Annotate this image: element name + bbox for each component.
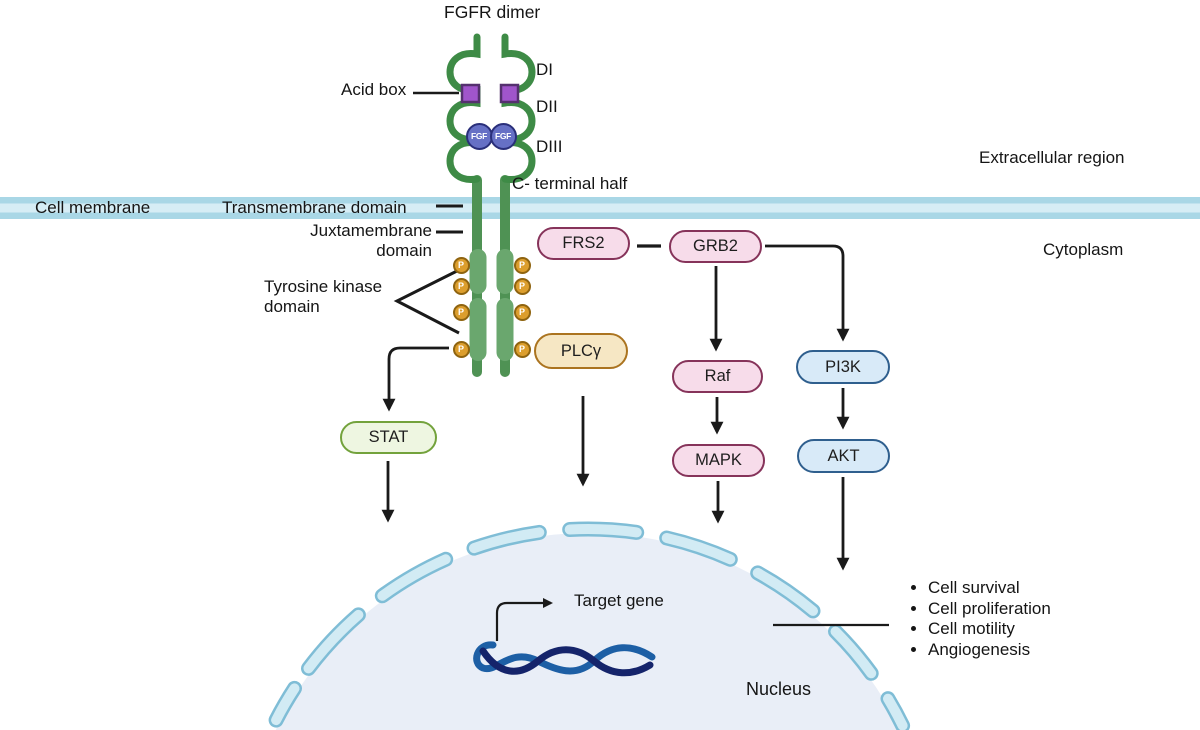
phospho-site-left-3: P: [452, 303, 470, 321]
output-cell-proliferation: Cell proliferation: [928, 599, 1051, 620]
transmembrane-domain-label: Transmembrane domain: [222, 198, 407, 217]
cytoplasm-label: Cytoplasm: [1043, 240, 1124, 259]
cellular-outputs-list: Cell survival Cell proliferation Cell mo…: [906, 578, 1051, 660]
nucleus-fill: [275, 533, 901, 730]
signal-arrows: [381, 244, 850, 571]
node-pi3k: PI3K: [796, 350, 890, 384]
acid-box-right: [499, 83, 520, 104]
node-plc-gamma: PLCγ: [534, 333, 628, 369]
kinase-lobe-left-upper: [469, 249, 487, 294]
node-stat: STAT: [340, 421, 437, 454]
membrane-inner-leaflet: [0, 212, 1200, 219]
kinase-lobe-left-lower: [469, 298, 487, 361]
fgf-ligand-left: FGF: [465, 122, 493, 150]
phospho-site-right-4: P: [513, 340, 531, 358]
domain-label-d2: DII: [536, 97, 558, 116]
nucleus-shape: [268, 521, 911, 730]
c-terminal-half-label: C- terminal half: [512, 174, 628, 193]
receptor-monomer-left-loops: [446, 33, 481, 183]
output-cell-motility: Cell motility: [928, 619, 1051, 640]
node-mapk: MAPK: [672, 444, 765, 477]
receptor-monomer-right-loops: [501, 33, 536, 183]
membrane-outer-leaflet: [0, 197, 1200, 204]
phospho-site-left-4: P: [452, 340, 470, 358]
leader-lines: [393, 91, 889, 627]
node-raf: Raf: [672, 360, 763, 393]
output-cell-survival: Cell survival: [928, 578, 1051, 599]
phospho-site-right-3: P: [513, 303, 531, 321]
fgf-ligand-right: FGF: [489, 122, 517, 150]
cell-membrane-label: Cell membrane: [35, 198, 151, 217]
phospho-site-right-1: P: [513, 256, 531, 274]
kinase-lobe-right-upper: [496, 249, 514, 294]
output-angiogenesis: Angiogenesis: [928, 640, 1051, 661]
node-frs2: FRS2: [537, 227, 630, 260]
target-gene-label: Target gene: [574, 591, 664, 610]
tyrosine-kinase-line2: domain: [264, 297, 320, 316]
juxtamembrane-line2: domain: [376, 241, 432, 260]
phospho-site-right-2: P: [513, 277, 531, 295]
nuclear-envelope-segments: [268, 521, 911, 730]
node-akt: AKT: [797, 439, 890, 473]
dna-strand-dark: [479, 646, 654, 677]
domain-label-d1: DI: [536, 60, 553, 79]
phospho-site-left-2: P: [452, 277, 470, 295]
kinase-lobe-right-lower: [496, 298, 514, 361]
juxtamembrane-line1: Juxtamembrane: [310, 221, 432, 240]
nucleus-label: Nucleus: [746, 679, 812, 699]
fgfr-receptor: [446, 33, 536, 377]
juxtamembrane-domain-label: Juxtamembrane domain: [280, 221, 432, 261]
tyrosine-kinase-line1: Tyrosine kinase: [264, 277, 383, 296]
acid-box-left: [460, 83, 481, 104]
domain-label-d3: DIII: [536, 137, 563, 156]
node-grb2: GRB2: [669, 230, 762, 263]
arrow-target-gene: [495, 597, 554, 641]
diagram-title: FGFR dimer: [444, 2, 541, 22]
arrow-grb2-to-pi3k: [765, 244, 850, 342]
tyrosine-kinase-pointer: [393, 269, 460, 335]
acid-box-label: Acid box: [341, 80, 407, 99]
dna-helix: [473, 641, 656, 677]
tyrosine-kinase-domain-label: Tyrosine kinase domain: [264, 277, 382, 317]
extracellular-region-label: Extracellular region: [979, 148, 1125, 167]
cell-membrane-band: [0, 197, 1200, 219]
phospho-site-left-1: P: [452, 256, 470, 274]
arrow-receptor-to-stat: [382, 346, 449, 412]
